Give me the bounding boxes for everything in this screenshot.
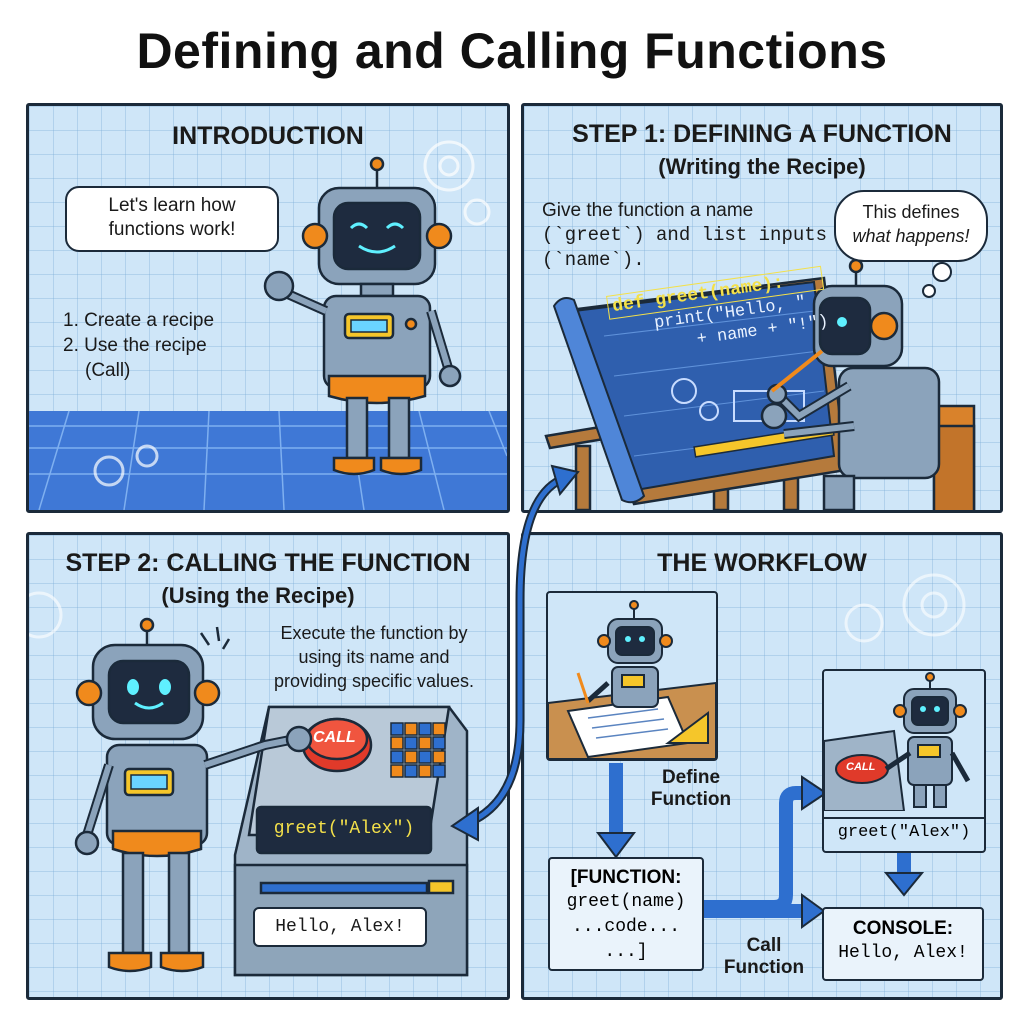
intro-heading: INTRODUCTION [172, 122, 364, 150]
step2-subheading: (Using the Recipe) [161, 583, 355, 608]
panel-introduction: INTRODUCTION Let's learn how functions w… [26, 103, 510, 513]
step2-description: Execute the function by using its name a… [273, 623, 475, 691]
function-definition-box: [FUNCTION: greet(name) ...code... ...] [548, 857, 704, 971]
intro-speech-bubble: Let's learn how functions work! [65, 186, 279, 252]
workflow-call-button[interactable]: CALL [846, 761, 876, 773]
call-function-label: Call Function [723, 935, 805, 978]
page-title: Defining and Calling Functions [136, 23, 888, 79]
define-function-label: Define Function [650, 767, 732, 810]
panel-step1: STEP 1: DEFINING A FUNCTION (Writing the… [521, 103, 1003, 513]
workflow-define-image [546, 591, 718, 761]
console-output-box: CONSOLE: Hello, Alex! [822, 907, 984, 981]
workflow-call-image: CALL greet("Alex") [822, 669, 986, 853]
step1-thought-bubble: This defines what happens! [834, 190, 988, 262]
step1-heading: STEP 1: DEFINING A FUNCTION [572, 120, 952, 148]
intro-steps: 1. Create a recipe 2. Use the recipe (Ca… [63, 310, 215, 381]
intro-scene [29, 140, 507, 510]
step2-heading: STEP 2: CALLING THE FUNCTION [65, 549, 471, 577]
workflow-scene [596, 573, 966, 929]
machine-screen: greet("Alex") [273, 819, 415, 839]
call-button[interactable]: CALL [313, 729, 356, 746]
panel-step2: STEP 2: CALLING THE FUNCTION (Using the … [26, 532, 510, 1000]
workflow-heading: THE WORKFLOW [657, 549, 867, 577]
workflow-call-code: greet("Alex") [824, 817, 984, 842]
output-bubble: Hello, Alex! [253, 907, 427, 947]
step1-scene [544, 258, 976, 510]
robot-intro [263, 156, 462, 476]
step1-subheading: (Writing the Recipe) [658, 154, 866, 179]
panel-workflow: THE WORKFLOW Define Function [FU [521, 532, 1003, 1000]
step1-description: Give the function a name (`greet`) and l… [542, 200, 828, 271]
